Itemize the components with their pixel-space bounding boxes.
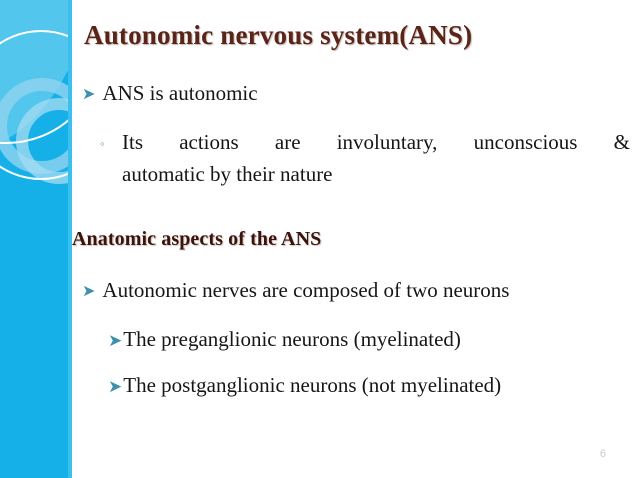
slide-title: Autonomic nervous system(ANS) — [84, 20, 473, 50]
bullet-text: The preganglionic neurons (myelinated) — [123, 327, 461, 351]
bullet-text-line2: automatic by their nature — [122, 161, 333, 186]
section-subheading: Anatomic aspects of the ANS — [72, 228, 322, 250]
bullet-item-ans-is-autonomic: ➤ ANS is autonomic — [82, 81, 630, 107]
arrow-bullet-icon: ➤ — [108, 331, 123, 350]
bullet-item-preganglionic: ➤ The preganglionic neurons (myelinated) — [108, 327, 628, 353]
bullet-item-postganglionic: ➤ The postganglionic neurons (not myelin… — [108, 373, 628, 399]
arrow-bullet-icon: ➤ — [82, 283, 96, 300]
slide-content: Autonomic nervous system(ANS) ➤ ANS is a… — [72, 0, 638, 478]
sidebar-edge-divider — [68, 0, 72, 478]
bullet-item-autonomic-nerves: ➤ Autonomic nerves are composed of two n… — [82, 278, 630, 304]
arrow-bullet-icon: ➤ — [108, 377, 123, 396]
sidebar-white-arc-secondary-icon — [0, 30, 72, 180]
arrow-bullet-icon: ➤ — [82, 86, 96, 103]
bullet-item-its-actions: ◦ Its actions are involuntary, unconscio… — [100, 130, 630, 186]
bullet-paragraph: ◦ Its actions are involuntary, unconscio… — [100, 130, 630, 186]
bullet-text: ANS is autonomic — [102, 81, 258, 105]
bullet-text: The postganglionic neurons (not myelinat… — [123, 373, 502, 397]
bullet-text: Autonomic nerves are composed of two neu… — [102, 278, 510, 302]
page-number: 6 — [599, 448, 606, 460]
decorative-sidebar — [0, 0, 72, 478]
bullet-text-line1: Its actions are involuntary, unconscious… — [122, 130, 630, 154]
hollow-circle-bullet-icon: ◦ — [100, 136, 105, 151]
